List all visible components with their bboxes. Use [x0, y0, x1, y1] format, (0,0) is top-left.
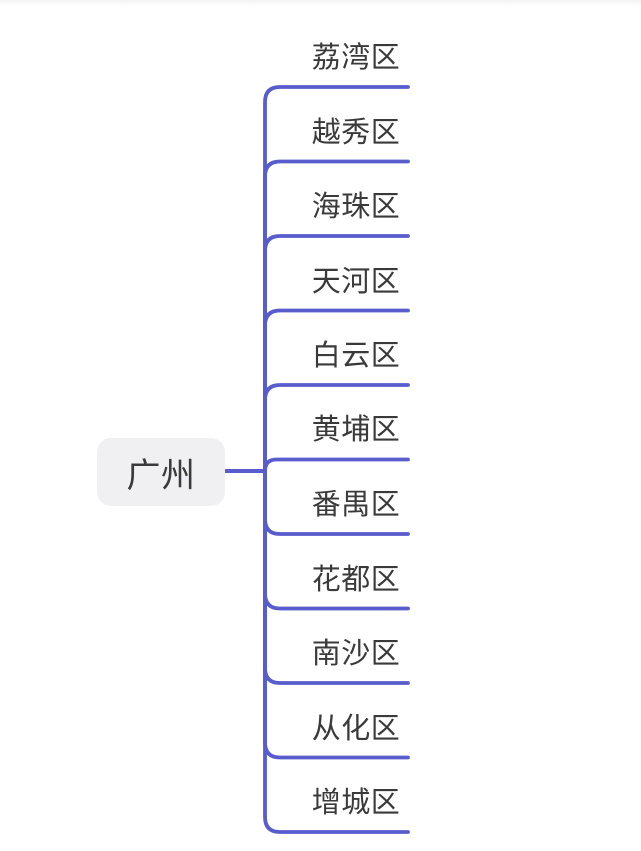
branch-node[interactable]: 番禺区: [311, 489, 401, 521]
branch-node[interactable]: 从化区: [311, 713, 401, 745]
branch-node[interactable]: 增城区: [311, 787, 401, 819]
connector-path: [220, 457, 410, 473]
branch-node[interactable]: 荔湾区: [311, 42, 401, 74]
branch-node[interactable]: 白云区: [311, 340, 401, 372]
root-node-label: 广州: [126, 456, 196, 495]
branch-node[interactable]: 花都区: [311, 564, 401, 596]
branch-node[interactable]: 越秀区: [311, 117, 401, 149]
branch-node[interactable]: 南沙区: [311, 638, 401, 670]
page-top-edge: [0, 0, 641, 5]
branch-node[interactable]: 海珠区: [311, 191, 401, 223]
branch-node[interactable]: 天河区: [311, 266, 401, 298]
root-node[interactable]: 广州: [97, 438, 225, 506]
branch-node[interactable]: 黄埔区: [311, 414, 401, 446]
